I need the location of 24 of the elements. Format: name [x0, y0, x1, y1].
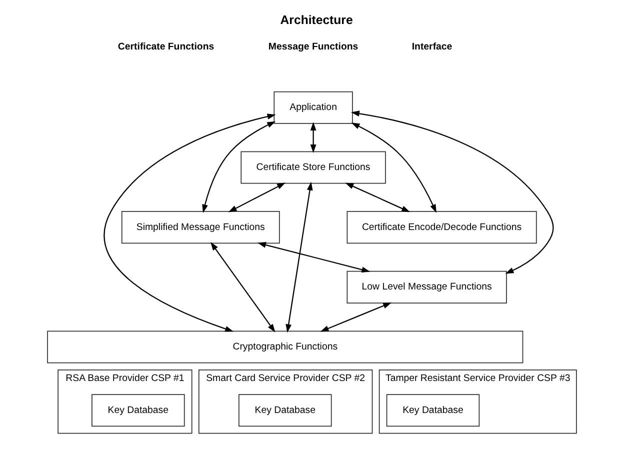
arrow: [320, 302, 392, 332]
arrow: [350, 110, 554, 274]
node-box: Application: [274, 91, 353, 124]
arrow: [310, 122, 316, 153]
node-box: Key Database: [238, 394, 332, 427]
arrow: [286, 182, 313, 333]
arrow: [345, 182, 410, 212]
node-box: Low Level Message Functions: [346, 270, 507, 304]
arrow: [202, 121, 276, 213]
label: Message Functions: [268, 41, 358, 52]
node-box: Certificate Encode/Decode Functions: [346, 211, 537, 244]
node-box: Certificate Store Functions: [240, 151, 386, 184]
label: Certificate Functions: [118, 41, 214, 52]
arrow: [228, 182, 286, 212]
node-box: Key Database: [92, 394, 185, 427]
arrow: [351, 122, 436, 213]
arrow: [104, 114, 276, 332]
arrow: [258, 242, 370, 272]
node-box: Simplified Message Functions: [121, 211, 280, 244]
node-box: Cryptographic Functions: [47, 330, 524, 364]
arrow: [210, 242, 276, 332]
label: Interface: [412, 41, 452, 52]
diagram-title: Architecture: [280, 13, 353, 28]
node-box: Key Database: [386, 394, 480, 427]
